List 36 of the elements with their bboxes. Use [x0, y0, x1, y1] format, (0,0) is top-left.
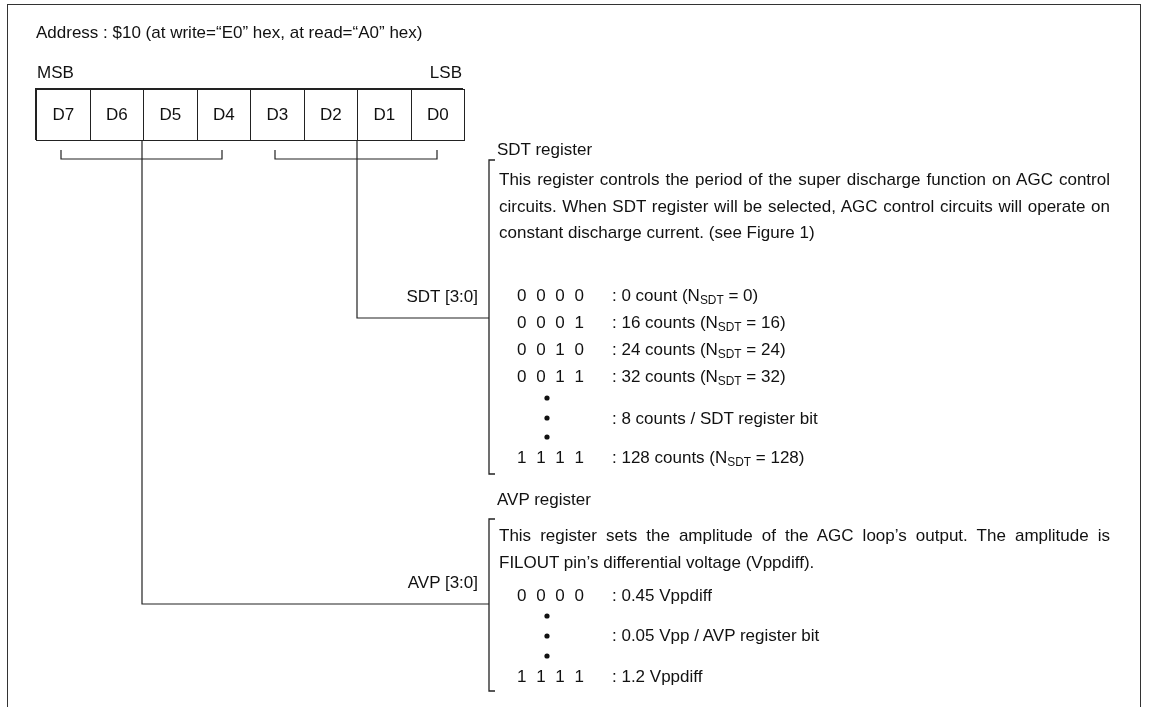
- value-description: : 0.45 Vppdiff: [612, 586, 712, 606]
- bit-code: 0 0 1 1: [517, 367, 584, 387]
- bit-cell: D2: [303, 89, 358, 141]
- bit-code: 0 0 0 0: [517, 286, 584, 306]
- bit-cell: D0: [410, 89, 465, 141]
- bit-code: 1 1 1 1: [517, 448, 584, 468]
- bit-order-label: MSB: [37, 63, 74, 83]
- connector-line: [141, 139, 490, 605]
- value-description: : 32 counts (N$_{SDT}$ = 32): [612, 367, 786, 387]
- value-description: : 1.2 Vppdiff: [612, 667, 703, 687]
- connector-line: [356, 139, 490, 319]
- bit-cell: D7: [36, 89, 91, 141]
- bit-code: 0 0 0 1: [517, 313, 584, 333]
- bit-cell: D5: [143, 89, 198, 141]
- bit-cell: D4: [196, 89, 251, 141]
- edge-label: SDT [3:0]: [406, 287, 478, 307]
- bit-code: 0 0 1 0: [517, 340, 584, 360]
- value-description: : 0 count (N$_{SDT}$ = 0): [612, 286, 759, 306]
- value-description: : 8 counts / SDT register bit: [612, 409, 818, 429]
- description-text: This register sets the amplitude of the AGC loop’s output. The amplitude is FILOUT pin’s differential voltage (Vppdiff).: [499, 525, 1110, 574]
- value-description: : 128 counts (N$_{SDT}$ = 128): [612, 448, 805, 468]
- bit-code: 0 0 0 0: [517, 586, 584, 606]
- register-heading: SDT register: [497, 140, 593, 160]
- bit-cell: D1: [357, 89, 412, 141]
- edge-label: AVP [3:0]: [407, 573, 478, 593]
- bit-code: 1 1 1 1: [517, 667, 584, 687]
- register-heading: AVP register: [497, 490, 591, 510]
- value-description: : 0.05 Vpp / AVP register bit: [612, 626, 820, 646]
- value-description: : 16 counts (N$_{SDT}$ = 16): [612, 313, 786, 333]
- register-address-title: Address : $10 (at write=“E0” hex, at read=“A0” hex): [36, 23, 423, 43]
- description-text: This register controls the period of the super discharge function on AGC control circuits. When SDT register will be selected, AGC control circuits will operate on constant discharge current. (see Figure 1): [499, 169, 1110, 244]
- register-row: [35, 88, 463, 140]
- bit-cell: D6: [89, 89, 144, 141]
- bit-order-label: LSB: [429, 63, 462, 83]
- value-description: : 24 counts (N$_{SDT}$ = 24): [612, 340, 786, 360]
- bit-cell: D3: [250, 89, 305, 141]
